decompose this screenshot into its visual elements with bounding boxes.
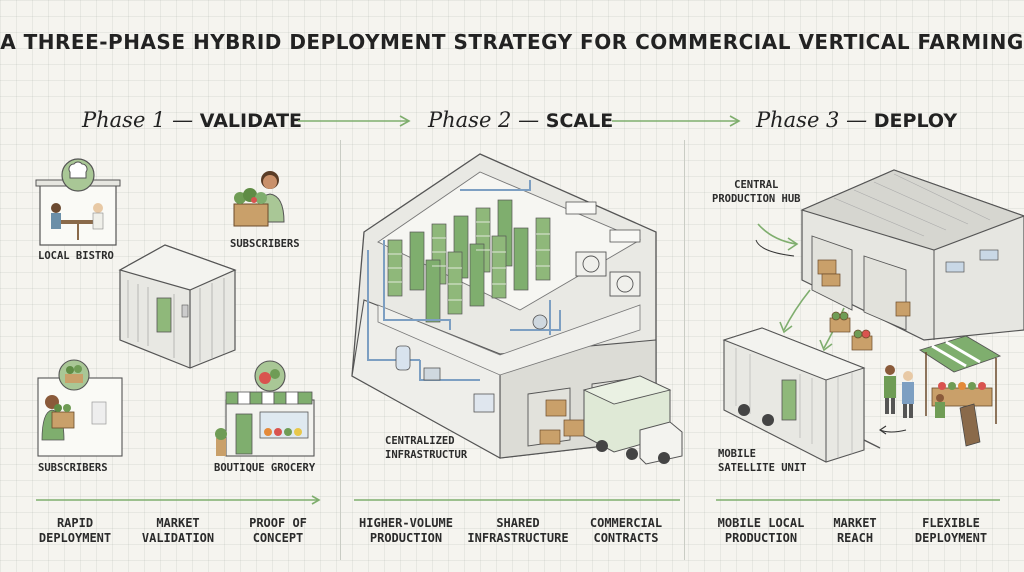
delivery-truck xyxy=(582,375,683,465)
phase-1-heading: Phase 1 — VALIDATE xyxy=(82,108,303,132)
label-local-bistro: LOCAL BISTRO xyxy=(38,250,114,262)
benefit-market-reach: MARKET REACH xyxy=(833,516,877,545)
water-tank xyxy=(395,345,411,371)
label-boutique-grocery: BOUTIQUE GROCERY xyxy=(214,462,316,474)
benefit-mobile-local-production: MOBILE LOCAL PRODUCTION xyxy=(717,516,805,545)
benefit-higher-volume-production: HIGHER-VOLUME PRODUCTION xyxy=(359,516,453,545)
hub-door-2 xyxy=(863,255,907,331)
benefit-commercial-contracts: COMMERCIAL CONTRACTS xyxy=(589,516,663,545)
label-subscribers-bottom: SUBSCRIBERS xyxy=(38,462,108,474)
benefit-rapid-deployment: RAPID DEPLOYMENT xyxy=(38,516,112,545)
phase-1-name: Phase 1 xyxy=(82,108,166,132)
phase-2-heading: Phase 2 — SCALE xyxy=(428,108,614,132)
phase-1-illustration xyxy=(35,158,315,457)
benefit-flexible-deployment: FLEXIBLE DEPLOYMENT xyxy=(914,516,988,545)
pump-2 xyxy=(532,314,548,330)
phase-1-emphasis: VALIDATE xyxy=(199,110,303,132)
air-handler-1 xyxy=(565,201,597,215)
phase-2-emphasis: SCALE xyxy=(545,110,614,132)
phase-3-name: Phase 3 xyxy=(756,108,840,132)
produce-crates xyxy=(829,311,873,351)
benefit-market-validation: MARKET VALIDATION xyxy=(141,516,215,545)
central-production-hub-building xyxy=(800,169,1024,341)
grow-rack-row-2 xyxy=(425,217,551,323)
arrow-head-2 xyxy=(729,115,741,127)
shipping-container-phase1 xyxy=(118,244,237,369)
air-handler-2 xyxy=(609,229,641,243)
hub-crates xyxy=(817,259,911,317)
benefit-shared-infrastructure: SHARED INFRASTRUCTURE xyxy=(467,516,569,545)
phase-3-illustration xyxy=(722,169,1024,463)
page-title: A THREE-PHASE HYBRID DEPLOYMENT STRATEGY… xyxy=(0,30,1024,54)
market-stall xyxy=(884,335,1002,447)
boutique-grocery-illustration xyxy=(215,360,315,457)
divider-2 xyxy=(684,140,685,560)
phase-2-name: Phase 2 xyxy=(428,108,512,132)
phase-2-illustration xyxy=(351,153,683,465)
local-bistro-illustration xyxy=(35,158,121,246)
pallets xyxy=(539,399,585,445)
arrow-head-1 xyxy=(399,115,411,127)
phase-3-heading: Phase 3 — DEPLOY xyxy=(756,108,958,132)
label-subscribers-top: SUBSCRIBERS xyxy=(230,238,300,250)
label-central-production-hub: CENTRAL PRODUCTION HUB xyxy=(712,179,801,205)
pump-1 xyxy=(423,367,441,381)
mobile-satellite-trailer xyxy=(722,327,881,463)
label-centralized-infrastructure: CENTRALIZED INFRASTRUCTUR xyxy=(385,435,468,461)
subscriber-bottom-illustration xyxy=(37,359,123,457)
label-mobile-satellite-unit: MOBILE SATELLITE UNIT xyxy=(718,448,807,474)
subscriber-top-illustration xyxy=(233,171,285,227)
control-panel xyxy=(473,393,495,413)
divider-1 xyxy=(340,140,341,560)
phase-3-emphasis: DEPLOY xyxy=(873,110,958,132)
benefit-proof-of-concept: PROOF OF CONCEPT xyxy=(249,516,307,545)
